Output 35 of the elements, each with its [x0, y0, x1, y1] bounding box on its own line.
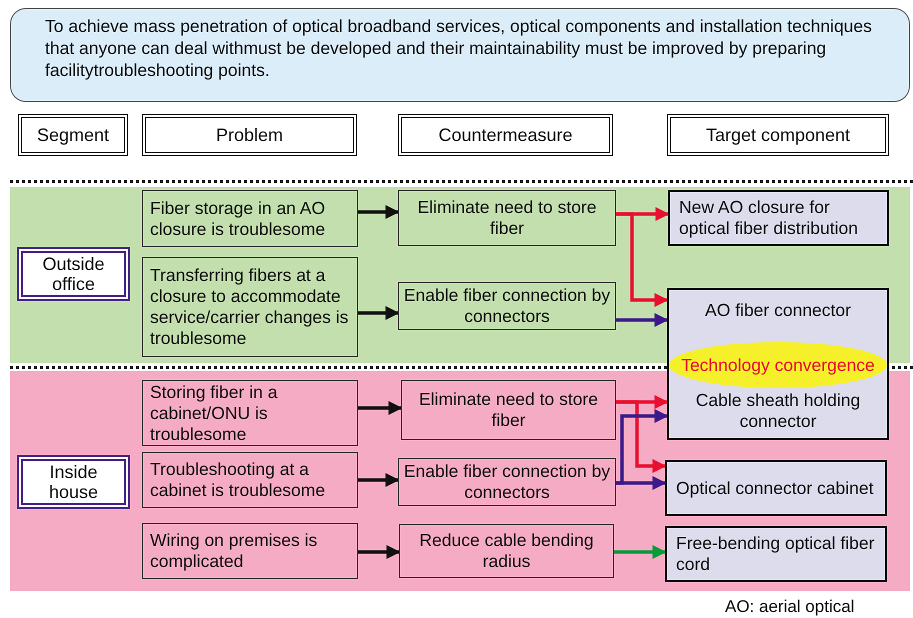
arrow	[616, 313, 668, 327]
countermeasure-box: Eliminate need to store fiber	[398, 190, 616, 246]
target-component-box	[667, 288, 889, 440]
countermeasure-box: Eliminate need to store fiber	[401, 380, 616, 440]
column-header: Target component	[667, 114, 889, 156]
countermeasure-box: Enable fiber connection by connectors	[398, 282, 616, 330]
column-header: Countermeasure	[398, 114, 613, 156]
arrow	[614, 545, 666, 559]
arrow	[616, 212, 668, 307]
segment-box: Outside office	[17, 247, 130, 301]
column-header: Problem	[142, 114, 357, 156]
arrow	[358, 205, 400, 219]
arrow	[616, 476, 666, 490]
arrow	[616, 400, 666, 473]
problem-box: Fiber storage in an AO closure is troublesome	[142, 190, 358, 247]
component-label: AO fiber connector	[705, 300, 851, 321]
problem-box: Troubleshooting at a cabinet is troublesome	[142, 452, 358, 508]
target-component-box: Optical connector cabinet	[665, 460, 887, 516]
column-header: Segment	[18, 114, 128, 156]
problem-box: Wiring on premises is complicated	[142, 523, 358, 579]
objective-banner: To achieve mass penetration of optical broadband services, optical components and installation techniques that anyone can deal withmust be developed and their maintainability must be improved by preparing facilitytroubleshooting points.	[10, 8, 910, 102]
problem-box: Storing fiber in a cabinet/ONU is troublesome	[142, 380, 358, 446]
segment-box: Inside house	[17, 455, 130, 509]
abbreviation-note: AO: aerial optical	[725, 597, 854, 617]
problem-box: Transferring fibers at a closure to accommodate service/carrier changes is troublesome	[142, 257, 358, 357]
arrow	[358, 401, 402, 415]
arrow	[358, 306, 400, 320]
countermeasure-box: Enable fiber connection by connectors	[398, 458, 616, 506]
countermeasure-box: Reduce cable bending radius	[399, 524, 614, 578]
arrow	[358, 545, 400, 559]
arrow	[358, 473, 400, 487]
component-label: Cable sheath holding connector	[694, 390, 862, 432]
target-component-box: Free-bending optical fiber cord	[665, 526, 887, 582]
target-component-box: New AO closure for optical fiber distribution	[668, 190, 889, 246]
convergence-ellipse: Technology convergence	[669, 342, 887, 388]
